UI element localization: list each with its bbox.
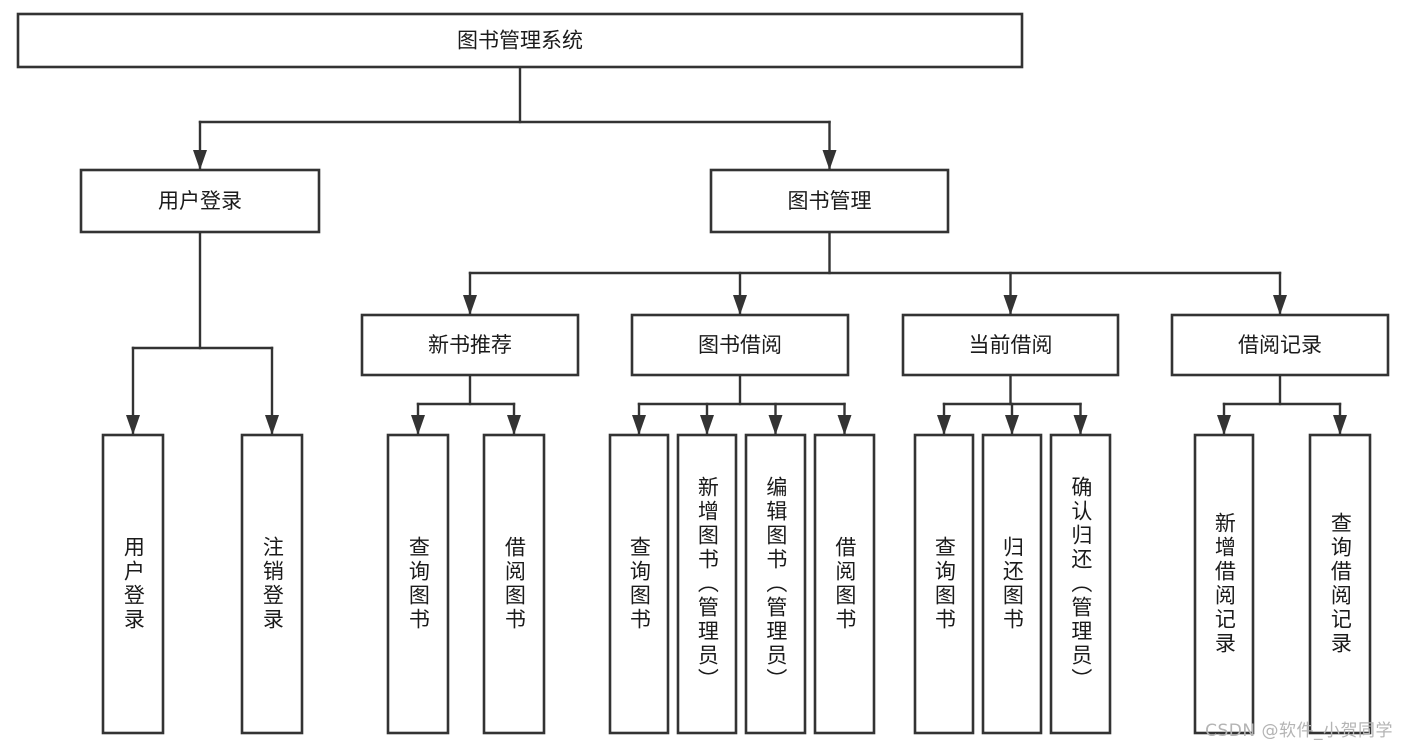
node-box-user-login[interactable] <box>79 168 321 234</box>
arrow-head-icon <box>463 295 477 315</box>
node-box-layer <box>16 12 1390 735</box>
arrow-head-icon <box>411 415 425 435</box>
node-box-root[interactable] <box>16 12 1024 69</box>
node-box-leaf-edit-book[interactable] <box>744 433 807 735</box>
arrow-head-icon <box>1073 415 1088 435</box>
node-label-book-manage: 图书管理 <box>788 189 872 213</box>
arrow-head-icon <box>193 150 207 170</box>
node-box-leaf-query-record[interactable] <box>1308 433 1372 735</box>
node-box-leaf-logout[interactable] <box>240 433 304 735</box>
arrow-head-icon <box>768 415 783 435</box>
arrow-head-icon <box>1273 295 1287 315</box>
node-box-leaf-confirm-return[interactable] <box>1049 433 1112 735</box>
arrow-head-icon <box>837 415 852 435</box>
arrow-head-icon <box>507 415 521 435</box>
node-label-user-login: 用户登录 <box>158 189 242 213</box>
arrow-head-icon <box>1005 415 1019 435</box>
node-box-leaf-query-book-1[interactable] <box>386 433 450 735</box>
arrow-head-icon <box>1333 415 1347 435</box>
node-box-current-borrow[interactable] <box>901 313 1120 377</box>
arrow-head-icon <box>733 295 747 315</box>
node-label-borrow-record: 借阅记录 <box>1238 333 1322 357</box>
node-box-book-borrow[interactable] <box>630 313 850 377</box>
connector-layer <box>126 65 1347 437</box>
node-box-leaf-user-login[interactable] <box>101 433 165 735</box>
arrow-head-icon <box>1217 415 1231 435</box>
node-label-root: 图书管理系统 <box>457 29 583 53</box>
node-label-current-borrow: 当前借阅 <box>969 333 1053 357</box>
arrow-head-icon <box>265 415 279 435</box>
node-box-leaf-borrow-book-1[interactable] <box>482 433 546 735</box>
node-box-leaf-add-record[interactable] <box>1193 433 1255 735</box>
arrow-head-icon <box>937 415 951 435</box>
node-box-leaf-borrow-book-2[interactable] <box>813 433 876 735</box>
arrow-head-icon <box>632 415 646 435</box>
node-label-book-borrow: 图书借阅 <box>698 333 782 357</box>
node-box-book-manage[interactable] <box>709 168 950 234</box>
watermark-text: CSDN @软件_小贺同学 <box>1205 721 1393 741</box>
node-box-new-book-recommend[interactable] <box>360 313 580 377</box>
arrow-head-icon <box>700 415 714 435</box>
node-box-leaf-return-book[interactable] <box>981 433 1043 735</box>
node-box-leaf-add-book[interactable] <box>676 433 738 735</box>
node-box-leaf-query-book-2[interactable] <box>608 433 670 735</box>
arrow-head-icon <box>822 150 837 170</box>
node-label-new-book-recommend: 新书推荐 <box>428 333 512 357</box>
node-box-borrow-record[interactable] <box>1170 313 1390 377</box>
node-box-leaf-query-book-3[interactable] <box>913 433 975 735</box>
arrow-head-icon <box>1003 295 1018 315</box>
arrow-head-icon <box>126 415 140 435</box>
